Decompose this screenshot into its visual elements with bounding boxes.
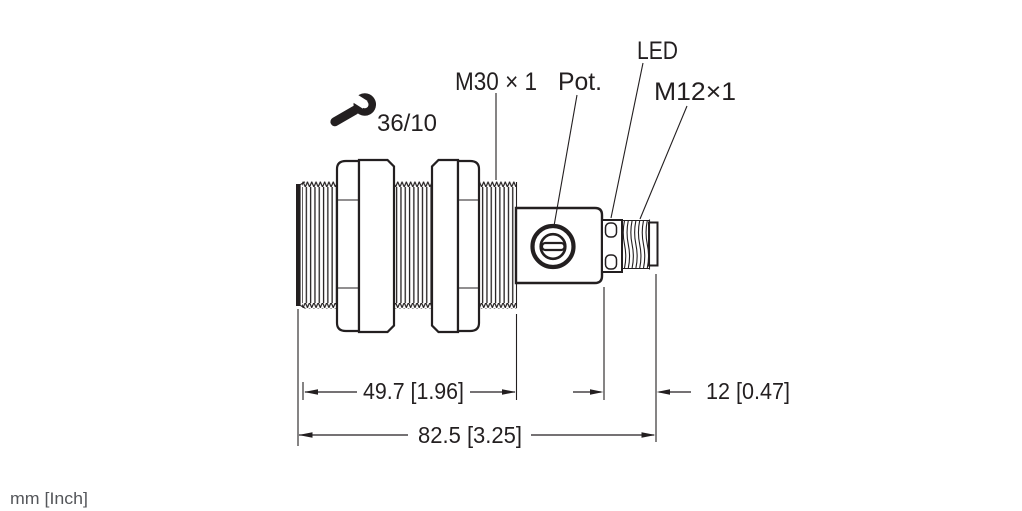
sensor-body [296,158,659,334]
dimension-thread-length: 49.7 [1.96] [304,378,516,404]
wrench-size-label: 36/10 [377,110,437,137]
m30-thread-middle [394,181,432,309]
lock-nut-right [430,158,481,334]
leader-lines [495,62,688,227]
dim-arrow-left [298,432,313,438]
overall-length-value: 82.5 [3.25] [418,422,522,448]
dimension-connector-length: 12 [0.47] [573,378,790,404]
dim-arrow-right [641,432,656,438]
knurled-ring [357,158,396,334]
thread-length-value: 49.7 [1.96] [363,378,464,404]
led-label: LED [637,37,678,65]
m30-thread-rear [479,181,518,309]
extension-lines [297,274,657,446]
hex-part [456,159,481,333]
m12-leader-line [639,105,688,220]
m30-thread-front [302,181,337,309]
pot-leader-line [553,94,578,227]
m12-connector-thread [622,219,650,270]
lock-nut-left [335,158,396,334]
m12-thread-label: M12×1 [654,78,736,106]
connector-length-value: 12 [0.47] [706,378,790,404]
led-window-bottom [604,254,618,270]
units-note: mm [Inch] [10,489,88,508]
hex-part [335,159,361,333]
dim-arrow-right [656,389,670,395]
dimension-overall-length: 82.5 [3.25] [298,422,656,448]
pot-label: Pot. [558,68,602,96]
led-window-top [604,222,618,238]
m30-thread-label: M30 × 1 [455,68,537,96]
connector-end-cap [648,219,659,270]
pot-slot [540,241,566,252]
led-collar [601,219,623,273]
knurled-ring [430,158,460,334]
potentiometer [530,223,576,270]
dim-arrow-left [590,389,604,395]
dim-arrow-right [502,389,516,395]
led-leader-line [610,62,644,219]
dim-arrow-left [304,389,318,395]
wrench-icon [330,93,377,127]
